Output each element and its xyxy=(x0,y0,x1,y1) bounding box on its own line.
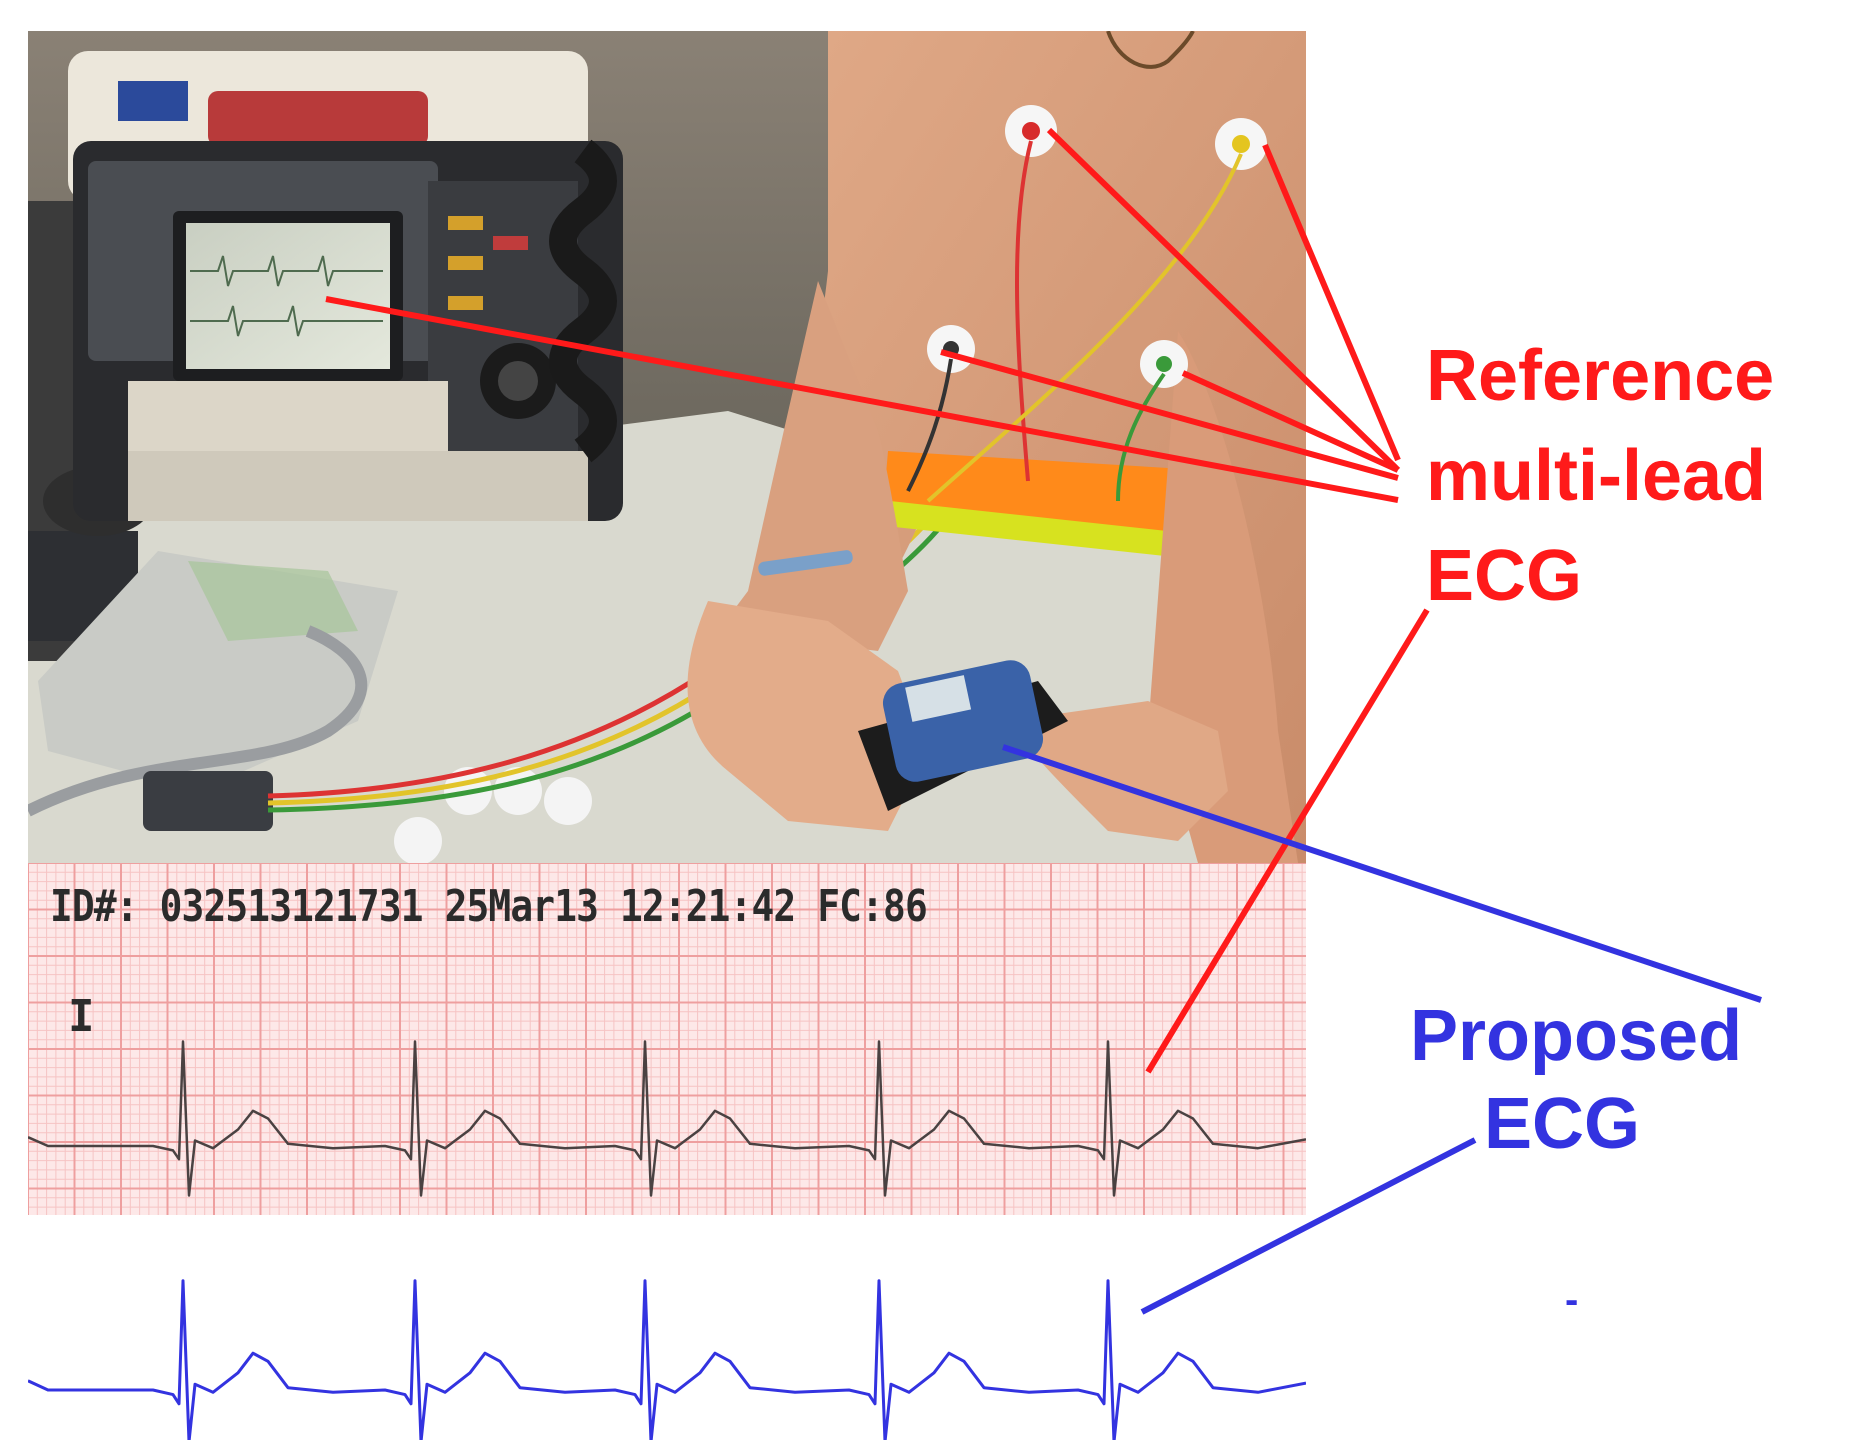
ecg-strip-header: ID#: 032513121731 25Mar13 12:21:42 FC:86 xyxy=(50,881,928,932)
reference-label-line3: ECG xyxy=(1426,536,1583,616)
reference-ecg-waveform xyxy=(27,1040,1307,1197)
setup-photo xyxy=(28,31,1306,863)
proposed-ecg-trace xyxy=(28,1279,1306,1440)
ecg-lead-label: I xyxy=(68,991,95,1042)
setup-photo-illustration xyxy=(28,31,1306,863)
stray-mark: - xyxy=(1565,1278,1579,1322)
reference-label-line2: multi-lead xyxy=(1426,436,1767,516)
reference-label-line1: Reference xyxy=(1426,336,1775,416)
ecg-paper-strip: ID#: 032513121731 25Mar13 12:21:42 FC:86… xyxy=(27,862,1307,1215)
proposed-ecg-waveform xyxy=(28,1279,1306,1440)
proposed-label-line1: Proposed xyxy=(1410,996,1743,1076)
proposed-label-line2: ECG xyxy=(1484,1084,1641,1164)
